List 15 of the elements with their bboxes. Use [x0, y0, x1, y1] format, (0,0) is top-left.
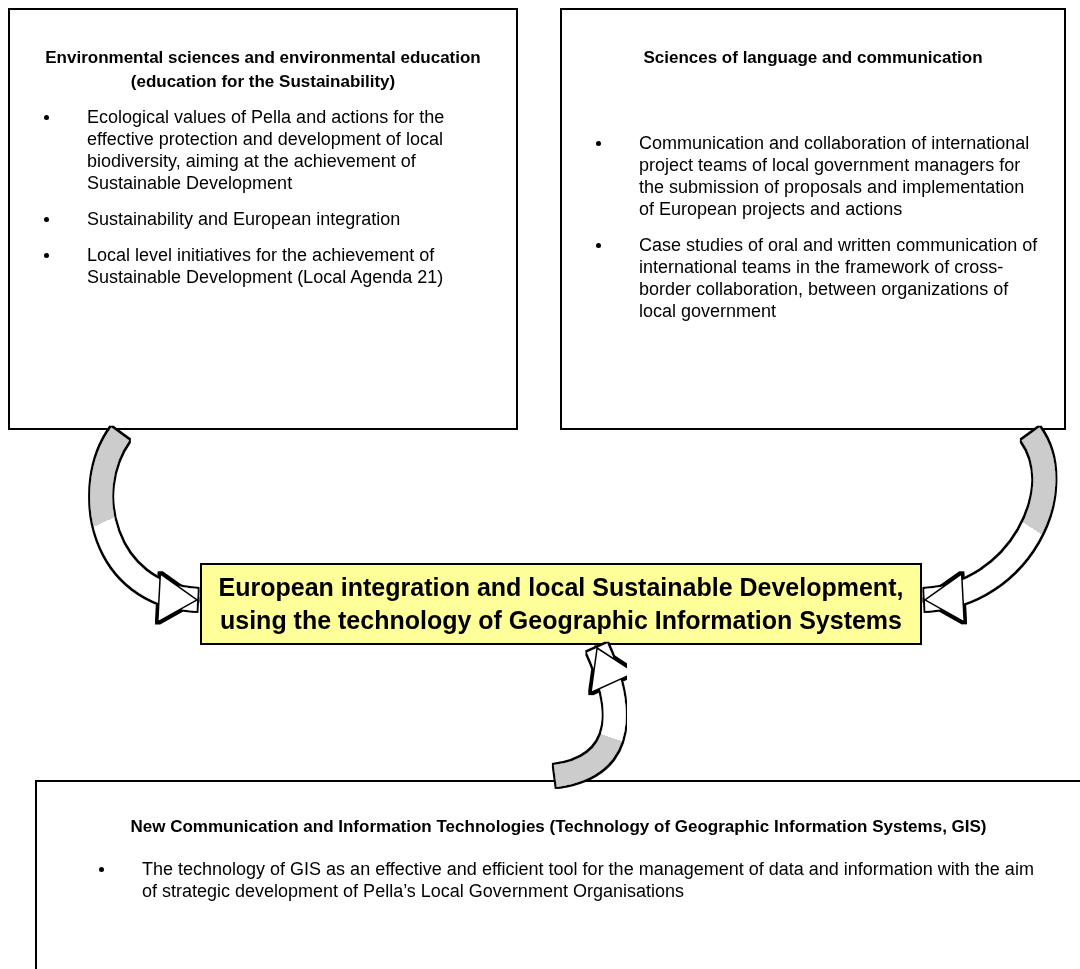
central-box — [200, 563, 922, 645]
bullet-item: Local level initiatives for the achievement of Sustainable Development (Local Agenda 21) — [87, 244, 445, 288]
topic-heading: Sciences of language and communication — [642, 47, 984, 69]
topic-box — [8, 8, 518, 430]
topic-heading: New Communication and Information Technologies (Technology of Geographic Information Systems, GIS) — [129, 816, 988, 838]
bullet-item: Case studies of oral and written communication of international teams in the framework of cross-border collaboration, between organizations of local government — [639, 234, 1039, 322]
topic-box — [35, 780, 1080, 969]
bullet-item: Communication and collaboration of international project teams of local government managers for the submission of proposals and implementation of European projects and actions — [639, 132, 1031, 220]
bullet-item: Sustainability and European integration — [87, 208, 401, 230]
topic-heading: Environmental sciences and environmental education (education for the Sustainability) — [44, 47, 482, 93]
topic-box — [560, 8, 1066, 430]
bullet-item: The technology of GIS as an effective and efficient tool for the management of data and information with the aim of strategic development of Pella’s Local Government Organisations — [142, 858, 1035, 902]
curved-block-arrow — [553, 643, 635, 787]
central-title: European integration and local Sustainable Development, using the technology of Geographic Information Systems — [218, 572, 904, 636]
bullet-item: Ecological values of Pella and actions for the effective protection and development of local biodiversity, aiming at the achievement of Sustainable Development — [87, 106, 446, 194]
